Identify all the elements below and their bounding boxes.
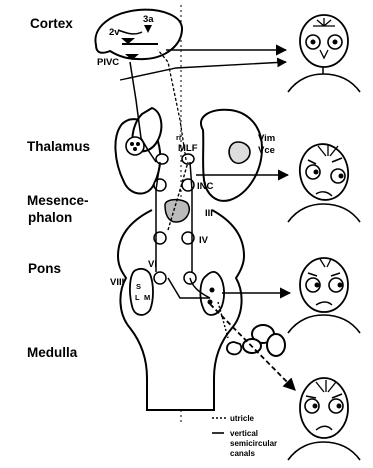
label-vim: Vim — [258, 133, 275, 144]
label-cortex: Cortex — [30, 16, 73, 31]
legend-vertical-1: vertical — [230, 429, 258, 438]
oculomotor-nucleus — [165, 200, 189, 222]
face-cortex — [288, 15, 360, 92]
vestibular-nuclei-left — [130, 269, 153, 315]
label-mesencephalon-2: phalon — [28, 210, 72, 225]
label-ri: ri — [176, 133, 181, 142]
label-pons: Pons — [28, 261, 61, 276]
label-iv: IV — [199, 235, 209, 246]
label-iii: III — [205, 208, 213, 219]
cortex-area-3a: 3a — [143, 14, 154, 25]
label-viii: VIII — [110, 277, 124, 288]
cortex-area-pivc: PIVC — [97, 57, 119, 68]
label-thalamus: Thalamus — [27, 139, 90, 154]
arrow-cortex-to-face-1 — [120, 62, 286, 80]
abducens-nucleus-left — [154, 272, 166, 284]
legend-vertical-3: canals — [230, 449, 255, 458]
face-medulla — [288, 378, 360, 460]
vestibular-dot-2 — [208, 300, 213, 305]
face-pons — [288, 258, 360, 333]
label-s: S — [136, 282, 141, 291]
rimlf-nucleus-left — [156, 154, 168, 164]
label-inc: INC — [197, 181, 214, 192]
cortex-area-2v: 2v — [109, 27, 120, 38]
vim-vce-nucleus — [229, 142, 250, 163]
legend-vertical-2: semicircular — [230, 439, 277, 448]
label-mesencephalon-1: Mesence- — [27, 193, 89, 208]
vestibular-nuclei-right — [200, 272, 224, 315]
label-medulla: Medulla — [27, 345, 78, 360]
label-l: L — [135, 293, 140, 302]
vestibular-dot-1 — [210, 288, 215, 293]
legend-utricle: utricle — [230, 414, 255, 423]
face-mesencephalon — [288, 140, 360, 222]
label-vce: Vce — [258, 145, 275, 156]
label-mlf: MLF — [178, 143, 198, 154]
label-m: M — [144, 293, 150, 302]
